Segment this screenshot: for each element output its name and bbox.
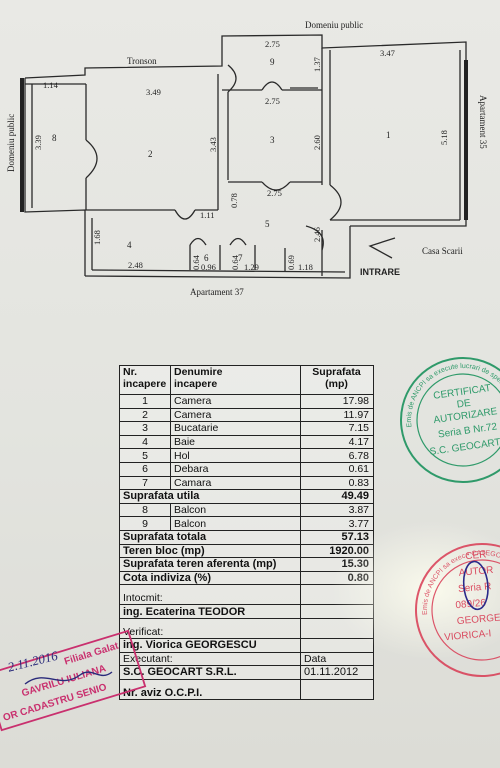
stamp-ring-text: Emis de ANCPI sa execute lucrari de spec… bbox=[399, 356, 500, 451]
stamp-text: GAVRILU IULIANA bbox=[20, 663, 107, 699]
label-apartament-35: Apartament 35 bbox=[478, 95, 488, 149]
light-glare bbox=[330, 520, 500, 660]
dimension-label: 1.14 bbox=[43, 80, 59, 90]
dimension-label: 1.11 bbox=[200, 210, 215, 220]
header-denumire: incapere bbox=[174, 378, 218, 390]
table-row-executant-name: S.C. GEOCART S.R.L.01.11.2012 bbox=[119, 665, 374, 680]
signature-date: 2.11.2016 bbox=[6, 648, 60, 675]
room-number: 3 bbox=[270, 135, 275, 145]
label-domeniu-public-top: Domeniu public bbox=[305, 20, 363, 30]
dimension-label: 1.29 bbox=[244, 262, 259, 272]
header-suprafata: Suprafata bbox=[312, 366, 361, 378]
dimension-label: 0.96 bbox=[201, 262, 216, 272]
stamp-text: DE bbox=[456, 398, 472, 411]
dimension-label: 2.46 bbox=[312, 227, 322, 242]
plan-south-wall bbox=[84, 226, 351, 279]
dimension-label: 2.75 bbox=[265, 96, 280, 106]
dimension-label: 2.60 bbox=[312, 135, 322, 150]
dimension-label: 3.49 bbox=[146, 87, 161, 97]
header-nr: incapere bbox=[123, 378, 167, 390]
room-number: 7 bbox=[238, 253, 243, 263]
plan-outer-wall bbox=[24, 34, 467, 227]
label-domeniu-public-left: Domeniu public bbox=[6, 114, 16, 172]
dimension-label: 3.43 bbox=[208, 137, 218, 152]
room-number: 8 bbox=[52, 133, 57, 143]
floor-plan: Tronson Domeniu public Domeniu public Ap… bbox=[6, 20, 488, 297]
room-number: 2 bbox=[148, 149, 153, 159]
stamp-text: AUTORIZARE bbox=[433, 406, 498, 426]
stamp-text: S.C. GEOCART S bbox=[429, 436, 500, 458]
dimension-label: 1.37 bbox=[312, 57, 322, 72]
dimension-label: 2.48 bbox=[128, 260, 143, 270]
dimension-label: 2.75 bbox=[265, 39, 280, 49]
room-number: 6 bbox=[204, 253, 209, 263]
dimension-label: 5.18 bbox=[439, 130, 449, 145]
header-nr: Nr. bbox=[123, 366, 138, 378]
label-casa-scarii: Casa Scarii bbox=[422, 246, 463, 256]
room-number: 9 bbox=[270, 57, 275, 67]
dimension-label: 0.64 bbox=[230, 254, 240, 270]
green-authorization-stamp: Emis de ANCPI sa execute lucrari de spec… bbox=[399, 356, 500, 483]
room-numbers: 1 2 3 4 5 6 7 8 9 bbox=[52, 57, 391, 263]
dimension-label: 0.69 bbox=[286, 255, 296, 270]
room-number: 4 bbox=[127, 240, 132, 250]
label-intrare: INTRARE bbox=[360, 267, 400, 277]
label-tronson: Tronson bbox=[127, 56, 157, 66]
stamp-text: Filiala Galat bbox=[63, 640, 121, 667]
room-number: 5 bbox=[265, 219, 270, 229]
dimension-label: 3.39 bbox=[33, 135, 43, 150]
stamp-text: Seria B Nr.72 bbox=[437, 421, 498, 440]
dimension-label: 1.18 bbox=[298, 262, 313, 272]
handwritten-signature: 2.11.2016 bbox=[6, 648, 113, 685]
stamp-text: OR CADASTRU SENIO bbox=[2, 682, 109, 724]
dimension-label: 3.47 bbox=[380, 48, 395, 58]
header-denumire: Denumire bbox=[174, 366, 223, 378]
dimension-label: 0.64 bbox=[191, 254, 201, 270]
dimension-label: 2.75 bbox=[267, 188, 282, 198]
label-apartament-37: Apartament 37 bbox=[190, 287, 244, 297]
header-suprafata: (mp) bbox=[325, 378, 348, 390]
table-row-aviz: Nr. aviz O.C.P.I. bbox=[119, 678, 374, 700]
dimension-label: 0.78 bbox=[229, 193, 239, 208]
stamp-text: CERTIFICAT bbox=[433, 383, 492, 402]
dimension-labels: 1.14 3.39 3.49 3.43 2.75 1.37 2.75 2.60 … bbox=[33, 39, 449, 272]
dimension-label: 1.68 bbox=[92, 230, 102, 245]
svg-text:Emis de ANCPI sa execute lucra: Emis de ANCPI sa execute lucrari de spec… bbox=[399, 356, 500, 451]
plan-west-wall bbox=[24, 78, 86, 276]
room-number: 1 bbox=[386, 130, 391, 140]
